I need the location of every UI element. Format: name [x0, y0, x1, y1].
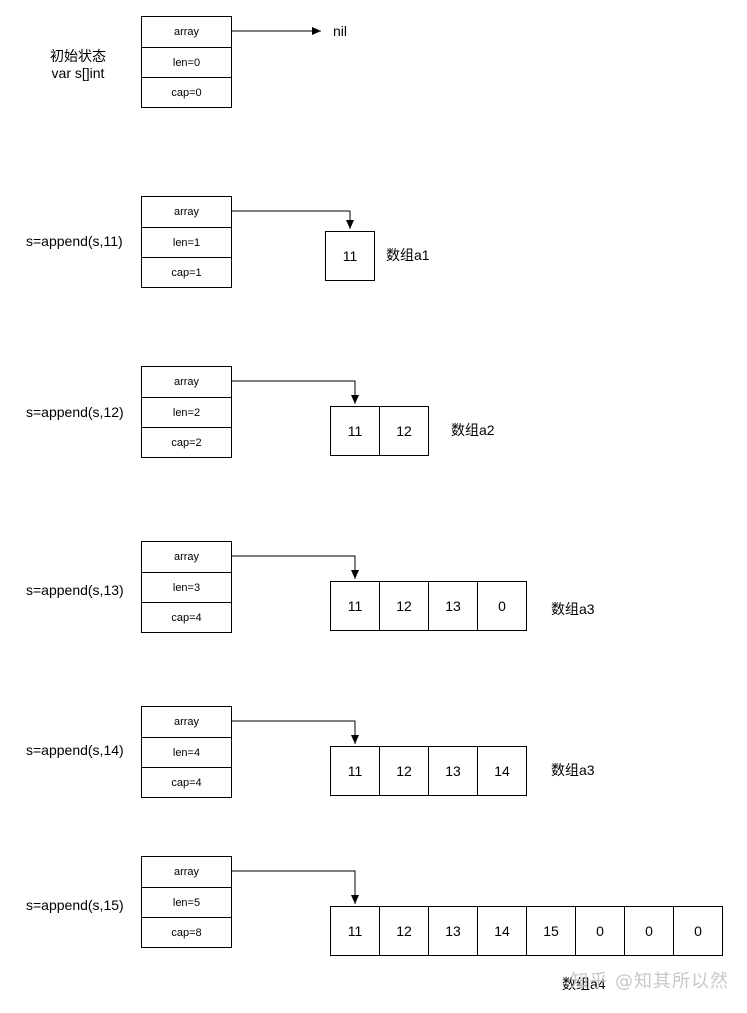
step-label-line: 初始状态 [50, 48, 106, 64]
slice-header: array len=3 cap=4 [141, 541, 232, 633]
array-cell: 15 [526, 906, 576, 956]
array-name: 数组a2 [451, 422, 495, 438]
slice-header: array len=4 cap=4 [141, 706, 232, 798]
step-label-line: var s[]int [51, 65, 105, 81]
step-label: s=append(s,11) [26, 233, 123, 249]
array-cell: 11 [330, 746, 380, 796]
len-field: len=2 [142, 397, 231, 427]
array-pointer-field: array [173, 26, 200, 38]
array-cell: 12 [379, 406, 429, 456]
array-cell: 12 [379, 746, 429, 796]
array-cell: 11 [330, 906, 380, 956]
array-pointer-field: array [173, 206, 200, 218]
array-pointer-field: array [173, 376, 200, 388]
array-cell: 13 [428, 581, 478, 631]
array-name: 数组a4 [562, 976, 606, 992]
len-field: len=4 [142, 737, 231, 767]
backing-array: 11 12 13 14 15 0 0 0 [330, 906, 723, 956]
cap-field: cap=1 [142, 257, 231, 287]
arrow-step-4 [232, 720, 359, 744]
backing-array: 11 12 [330, 406, 429, 456]
len-field: len=0 [142, 47, 231, 77]
slice-header: array len=0 cap=0 [141, 16, 232, 108]
array-cell: 11 [325, 231, 375, 281]
array-cell: 12 [379, 906, 429, 956]
len-field: len=5 [142, 887, 231, 917]
cap-field: cap=2 [142, 427, 231, 457]
slice-header: array len=5 cap=8 [141, 856, 232, 948]
slice-header: array len=2 cap=2 [141, 366, 232, 458]
array-pointer-field: array [173, 551, 200, 563]
array-cell: 0 [624, 906, 674, 956]
array-pointer-field: array [173, 866, 200, 878]
cap-field: cap=4 [142, 602, 231, 632]
step-label: 初始状态 var s[]int [50, 48, 106, 82]
array-cell: 11 [330, 406, 380, 456]
step-label: s=append(s,13) [26, 582, 124, 598]
backing-array: 11 12 13 0 [330, 581, 527, 631]
step-label: s=append(s,12) [26, 404, 124, 420]
cap-field: cap=4 [142, 767, 231, 797]
cap-field: cap=0 [142, 77, 231, 107]
slice-header: array len=1 cap=1 [141, 196, 232, 288]
array-cell: 0 [575, 906, 625, 956]
array-cell: 14 [477, 746, 527, 796]
backing-array: 11 [325, 231, 375, 281]
array-cell: 11 [330, 581, 380, 631]
len-field: len=1 [142, 227, 231, 257]
array-pointer-field: array [173, 716, 200, 728]
array-cell: 14 [477, 906, 527, 956]
array-cell: 0 [477, 581, 527, 631]
nil-target: nil [333, 23, 348, 39]
array-cell: 13 [428, 746, 478, 796]
array-cell: 0 [673, 906, 723, 956]
array-cell: 12 [379, 581, 429, 631]
watermark: 知乎 @知其所以然 [570, 971, 729, 992]
step-label: s=append(s,14) [26, 742, 124, 758]
step-label: s=append(s,15) [26, 897, 124, 913]
cap-field: cap=8 [142, 917, 231, 947]
array-name: 数组a1 [386, 247, 430, 263]
arrow-step-2 [232, 380, 359, 404]
array-name: 数组a3 [551, 762, 595, 778]
len-field: len=3 [142, 572, 231, 602]
arrow-step-5 [232, 870, 359, 904]
array-cell: 13 [428, 906, 478, 956]
backing-array: 11 12 13 14 [330, 746, 527, 796]
arrow-step-1 [232, 210, 354, 229]
arrow-step-3 [232, 555, 359, 579]
array-name: 数组a3 [551, 601, 595, 617]
